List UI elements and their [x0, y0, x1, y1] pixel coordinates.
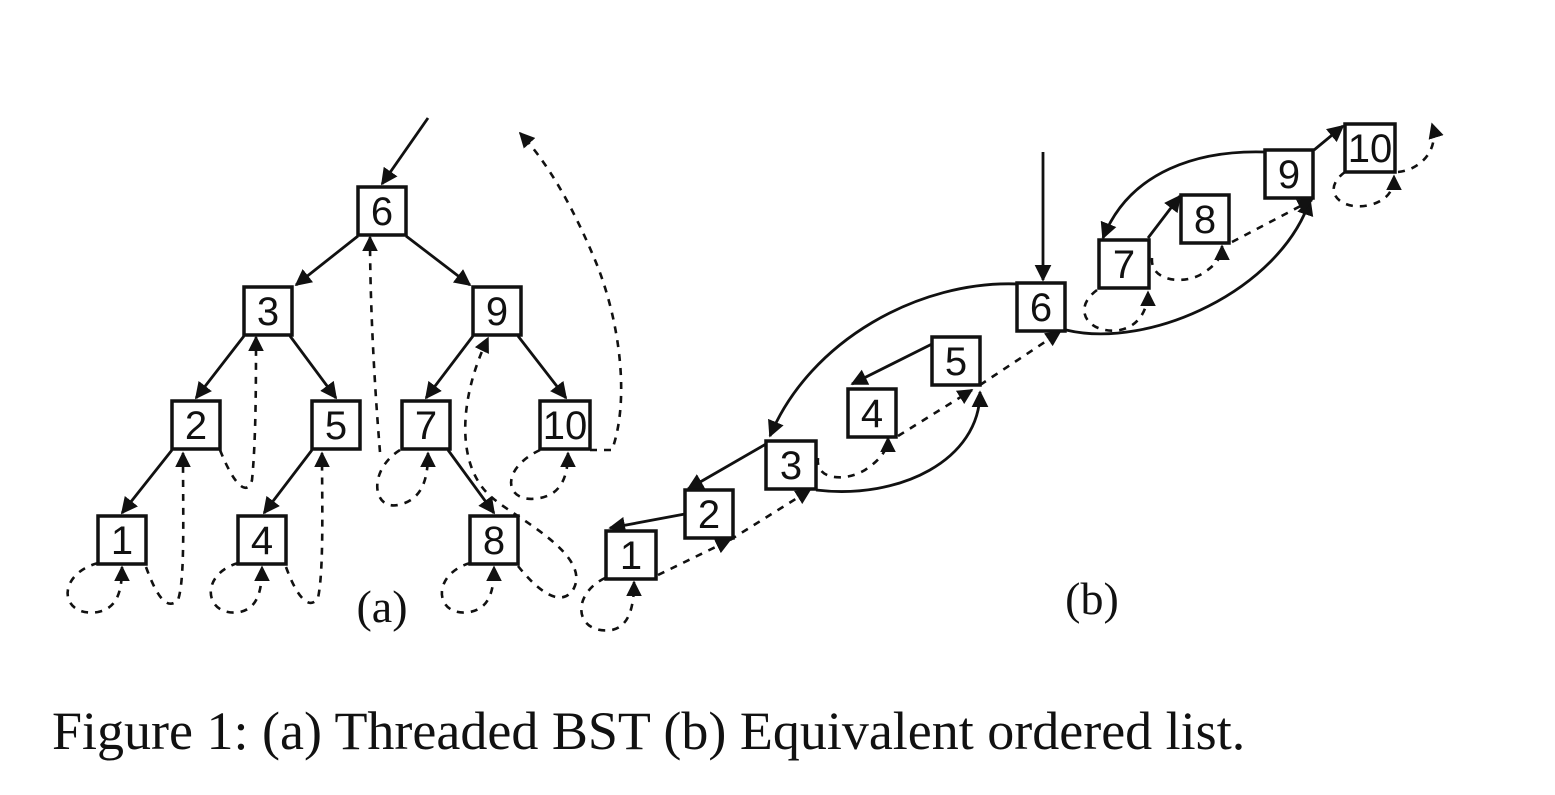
thread-8-9	[1231, 198, 1314, 244]
thread-7-8	[1150, 244, 1230, 282]
edge-3-5	[815, 390, 989, 493]
edge-3-2	[194, 335, 246, 400]
node-label: 5	[325, 404, 347, 448]
list-node-3: 3	[764, 439, 818, 491]
list-node-4: 4	[846, 387, 898, 439]
node-label: 5	[945, 340, 967, 384]
tree-node-9: 9	[471, 285, 523, 337]
node-label: 2	[698, 493, 720, 537]
thread-3-4	[816, 436, 896, 479]
thread-2-3	[218, 335, 264, 490]
edge-6-3	[294, 234, 359, 287]
edge-9-7	[1100, 150, 1266, 240]
edge-7-8	[1146, 194, 1182, 239]
node-label: 6	[1030, 286, 1052, 330]
thread-4-5	[897, 388, 974, 438]
thread-10-out	[1397, 122, 1444, 174]
thread-10-self	[1332, 170, 1402, 208]
edge-2-1	[120, 449, 174, 515]
node-label: 1	[620, 534, 642, 578]
node-label: 8	[483, 519, 505, 563]
edge-9-10	[516, 335, 568, 400]
tree-node-8: 8	[468, 514, 520, 566]
node-label: 3	[780, 444, 802, 488]
panel-b-label: (b)	[1065, 573, 1119, 624]
tree-node-6: 6	[356, 185, 408, 237]
list-node-10: 10	[1343, 122, 1397, 174]
tree-node-1: 1	[96, 514, 148, 566]
thread-4-5	[284, 451, 330, 605]
list-node-6: 6	[1015, 281, 1067, 333]
list-node-5: 5	[930, 335, 982, 387]
list-node-8: 8	[1179, 193, 1231, 245]
edge-3-2	[686, 442, 767, 491]
node-label: 6	[371, 190, 393, 234]
tree-node-4: 4	[236, 514, 288, 566]
edge-7-8	[446, 449, 496, 515]
tree-thread-edges	[66, 131, 623, 614]
edge-9-10	[1313, 124, 1345, 152]
edge-3-5	[288, 335, 338, 400]
edge-6-3	[768, 282, 1019, 438]
thread-1-2	[144, 451, 191, 605]
figure-caption: Figure 1: (a) Threaded BST (b) Equivalen…	[52, 701, 1246, 761]
node-label: 4	[251, 519, 273, 563]
list-node-2: 2	[683, 488, 735, 540]
node-label: 8	[1194, 198, 1216, 242]
edge-9-7	[424, 335, 475, 400]
edge-5-4	[262, 449, 314, 515]
thread-4-self	[209, 561, 270, 614]
thread-1-self	[580, 576, 642, 632]
tree-node-2: 2	[170, 399, 222, 451]
list-node-9: 9	[1263, 148, 1315, 200]
edge-6-9	[1065, 198, 1314, 336]
node-label: 1	[111, 519, 133, 563]
node-label: 9	[486, 290, 508, 334]
node-label: 7	[415, 404, 437, 448]
root-pointer-arrow	[380, 117, 430, 186]
thread-5-6	[979, 330, 1062, 387]
tree-child-edges	[120, 234, 568, 515]
list-node-7: 7	[1097, 238, 1151, 290]
thread-10-out	[518, 131, 623, 452]
thread-5-6	[362, 235, 382, 453]
node-label: 4	[861, 392, 883, 436]
edge-2-1	[608, 512, 686, 534]
list-thread-edges	[580, 122, 1444, 632]
panel-a-label: (a)	[356, 581, 407, 632]
thread-1-self	[66, 561, 130, 614]
thread-8-self	[440, 561, 502, 614]
panel-a-tree: 6 3 9 2 5 7 10 1	[66, 117, 623, 632]
node-label: 9	[1278, 153, 1300, 197]
edge-6-9	[405, 234, 472, 287]
thread-10-self	[509, 448, 576, 501]
list-node-1: 1	[604, 529, 658, 581]
tree-node-10: 10	[538, 399, 592, 451]
panel-b-list: 1 2 3 4 5 6 7 8	[580, 122, 1444, 632]
node-label: 2	[185, 404, 207, 448]
thread-2-3	[729, 488, 812, 542]
node-label: 7	[1113, 243, 1135, 287]
tree-node-5: 5	[310, 399, 362, 451]
tree-node-7: 7	[400, 399, 452, 451]
node-label: 10	[1348, 127, 1393, 171]
thread-7-self	[376, 448, 436, 507]
node-label: 3	[257, 290, 279, 334]
tree-node-3: 3	[242, 285, 294, 337]
thread-1-2	[657, 538, 732, 577]
thread-8-9	[463, 336, 578, 599]
thread-6-7	[1083, 288, 1156, 332]
list-child-edges	[608, 124, 1345, 534]
edge-5-4	[850, 342, 933, 386]
node-label: 10	[543, 404, 588, 448]
